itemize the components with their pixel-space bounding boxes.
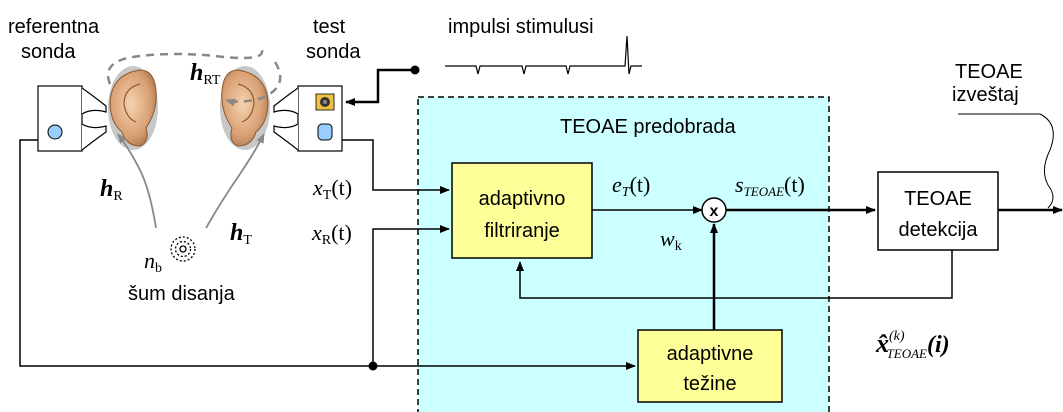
detection-label-1: TEOAE	[904, 188, 972, 210]
x-hat-label: x̂(k)TEOAE(i)	[875, 329, 950, 361]
adaptive-filter-block	[451, 162, 593, 259]
h-rt-label: hRT	[190, 60, 221, 88]
adaptive-weights-block	[637, 329, 783, 403]
left-ear-icon	[108, 66, 158, 150]
stimulus-junction-dot	[410, 65, 420, 75]
test-probe	[273, 85, 343, 152]
report-label-1: TEOAE	[955, 61, 1023, 83]
x-r-junction-dot	[368, 361, 378, 371]
report-label-2: izveštaj	[952, 84, 1019, 106]
h-r-arrow	[117, 133, 157, 229]
noise-source-icon	[170, 236, 196, 262]
feedback-line	[516, 250, 953, 299]
right-ear-icon	[220, 66, 270, 150]
adaptive-weights-label-2: težine	[683, 373, 736, 395]
h-t-arrow	[205, 133, 265, 229]
stimuli-label: impulsi stimulusi	[448, 16, 594, 38]
e-t-label: eT(t)	[612, 172, 650, 200]
detection-block	[877, 171, 999, 251]
detection-label-2: detekcija	[899, 219, 979, 241]
breathing-noise-label: šum disanja	[128, 283, 236, 305]
x-r-branch-line	[372, 225, 450, 366]
adaptive-filter-label-2: filtriranje	[484, 220, 560, 242]
test-probe-label-2: sonda	[306, 41, 361, 63]
h-rt-path-2	[225, 61, 282, 107]
adaptive-weights-label-1: adaptivne	[667, 343, 754, 365]
stimulus-arrow	[345, 68, 415, 106]
preprocessing-label: TEOAE predobrada	[560, 116, 737, 138]
reference-probe	[37, 85, 107, 152]
ref-probe-label-2: sonda	[21, 41, 76, 63]
s-teoae-label: sTEOAE(t)	[735, 172, 805, 199]
x-t-label: xT(t)	[312, 175, 352, 203]
x-r-signal-line	[19, 139, 636, 370]
x-r-label: xR(t)	[311, 220, 352, 248]
n-b-label: nb	[144, 248, 162, 276]
multiplier-symbol: x	[710, 203, 719, 220]
h-r-label: hR	[100, 176, 123, 204]
h-t-label: hT	[230, 220, 252, 248]
ref-probe-label-1: referentna	[8, 16, 100, 38]
adaptive-filter-label-1: adaptivno	[479, 188, 566, 210]
x-t-signal-line	[342, 139, 450, 194]
report-wave-line	[958, 113, 1054, 209]
w-k-label: wk	[660, 226, 682, 254]
test-probe-label-1: test	[313, 16, 346, 38]
speaker-icon	[315, 93, 335, 111]
test-probe-mic-icon	[317, 123, 333, 141]
stimulus-pulse-train	[445, 35, 642, 75]
h-rt-path	[106, 49, 264, 85]
reference-probe-mic-icon	[47, 124, 63, 140]
